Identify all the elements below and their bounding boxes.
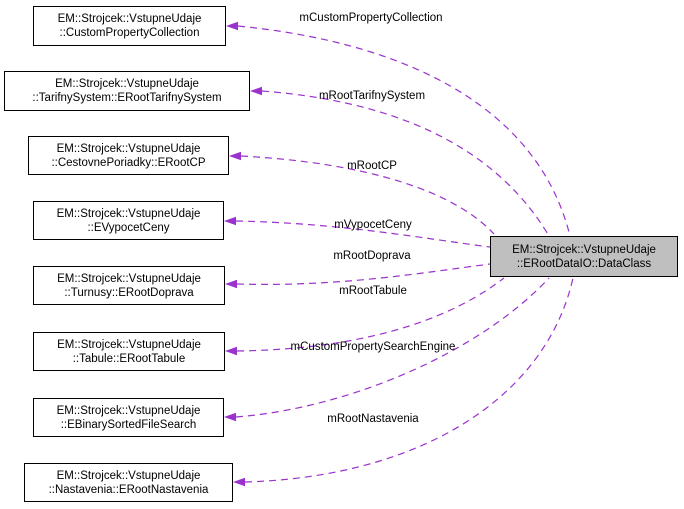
edge-label-root-tarifny-system: mRootTarifnySystem (318, 90, 426, 102)
edge-vypocet-ceny (224, 216, 491, 248)
node-label-line2: ::TarifnySystem::ERootTarifnySystem (32, 92, 222, 104)
edge-line (244, 277, 574, 483)
node-central-eroot-dataio-dataclass: EM::Strojcek::VstupneUdaje ::ERootDataIO… (490, 236, 678, 277)
arrowhead-icon (250, 86, 262, 96)
node-tabule-eroot-tabule[interactable]: EM::Strojcek::VstupneUdaje ::Tabule::ERo… (33, 332, 225, 371)
arrowhead-icon (225, 279, 237, 289)
edge-label-custom-property-search-engine: mCustomPropertySearchEngine (290, 341, 456, 353)
edge-root-tarifny-system (250, 86, 550, 237)
node-label-line1: EM::Strojcek::VstupneUdaje (57, 13, 202, 25)
arrowhead-icon (233, 477, 245, 487)
node-custom-property-collection[interactable]: EM::Strojcek::VstupneUdaje ::CustomPrope… (33, 6, 226, 46)
edge-line (237, 25, 571, 237)
node-label-line1: EM::Strojcek::VstupneUdaje (57, 338, 201, 351)
node-evypocet-ceny[interactable]: EM::Strojcek::VstupneUdaje ::EVypocetCen… (33, 201, 224, 240)
node-label-line2: ::EBinarySortedFileSearch (60, 418, 197, 431)
node-label-line2: ::CestovnePoriadky::ERootCP (51, 156, 206, 169)
edge-line (236, 277, 505, 352)
arrowhead-icon (226, 21, 238, 31)
edge-custom-property-search-engine (224, 277, 550, 422)
node-label-line1: EM::Strojcek::VstupneUdaje (56, 207, 201, 220)
edge-line (236, 263, 491, 285)
node-tarifny-system-eroot-tarifny-system[interactable]: EM::Strojcek::VstupneUdaje ::TarifnySyst… (4, 71, 250, 111)
edge-line (261, 90, 550, 237)
node-label-line2: ::Tabule::ERootTabule (72, 352, 186, 365)
node-label-line2: ::Nastavenia::ERootNastavenia (48, 483, 209, 496)
arrowhead-icon (229, 151, 241, 161)
edge-label-custom-property-collection: mCustomPropertyCollection (299, 12, 443, 24)
arrowhead-icon (224, 412, 236, 422)
node-label-line1: EM::Strojcek::VstupneUdaje (57, 272, 201, 285)
node-label-line1: EM::Strojcek::VstupneUdaje (56, 469, 201, 482)
arrowhead-icon (225, 346, 237, 356)
edge-line (240, 155, 495, 235)
edge-line (235, 220, 491, 248)
edge-root-doprava (225, 263, 491, 289)
edge-root-cp (229, 151, 495, 235)
node-label-line1: EM::Strojcek::VstupneUdaje (512, 243, 656, 256)
edge-label-root-nastavenia: mRootNastavenia (327, 413, 419, 425)
node-label-line2: ::ERootDataIO::DataClass (516, 257, 652, 270)
node-cestovne-poriadky-eroot-cp[interactable]: EM::Strojcek::VstupneUdaje ::CestovnePor… (28, 136, 229, 175)
edge-label-root-doprava: mRootDoprava (333, 250, 411, 262)
edge-label-root-tabule: mRootTabule (339, 285, 407, 297)
arrowhead-icon (224, 216, 236, 226)
node-label-line1: EM::Strojcek::VstupneUdaje (56, 404, 201, 417)
edge-root-nastavenia (233, 277, 574, 487)
edge-root-tabule (225, 277, 505, 356)
node-turnusy-eroot-doprava[interactable]: EM::Strojcek::VstupneUdaje ::Turnusy::ER… (33, 266, 225, 305)
edge-custom-property-collection (226, 21, 571, 237)
node-label-line1: EM::Strojcek::VstupneUdaje (55, 78, 199, 90)
node-label-line1: EM::Strojcek::VstupneUdaje (56, 142, 201, 155)
node-label-line2: ::EVypocetCeny (87, 221, 170, 234)
edge-label-root-cp: mRootCP (347, 160, 397, 172)
node-nastavenia-eroot-nastavenia[interactable]: EM::Strojcek::VstupneUdaje ::Nastavenia:… (24, 463, 233, 502)
node-label-line2: ::Turnusy::ERootDoprava (64, 286, 194, 299)
node-ebinary-sorted-file-search[interactable]: EM::Strojcek::VstupneUdaje ::EBinarySort… (33, 398, 224, 437)
edge-label-vypocet-ceny: mVypocetCeny (334, 219, 412, 231)
node-label-line2: ::CustomPropertyCollection (59, 27, 200, 39)
